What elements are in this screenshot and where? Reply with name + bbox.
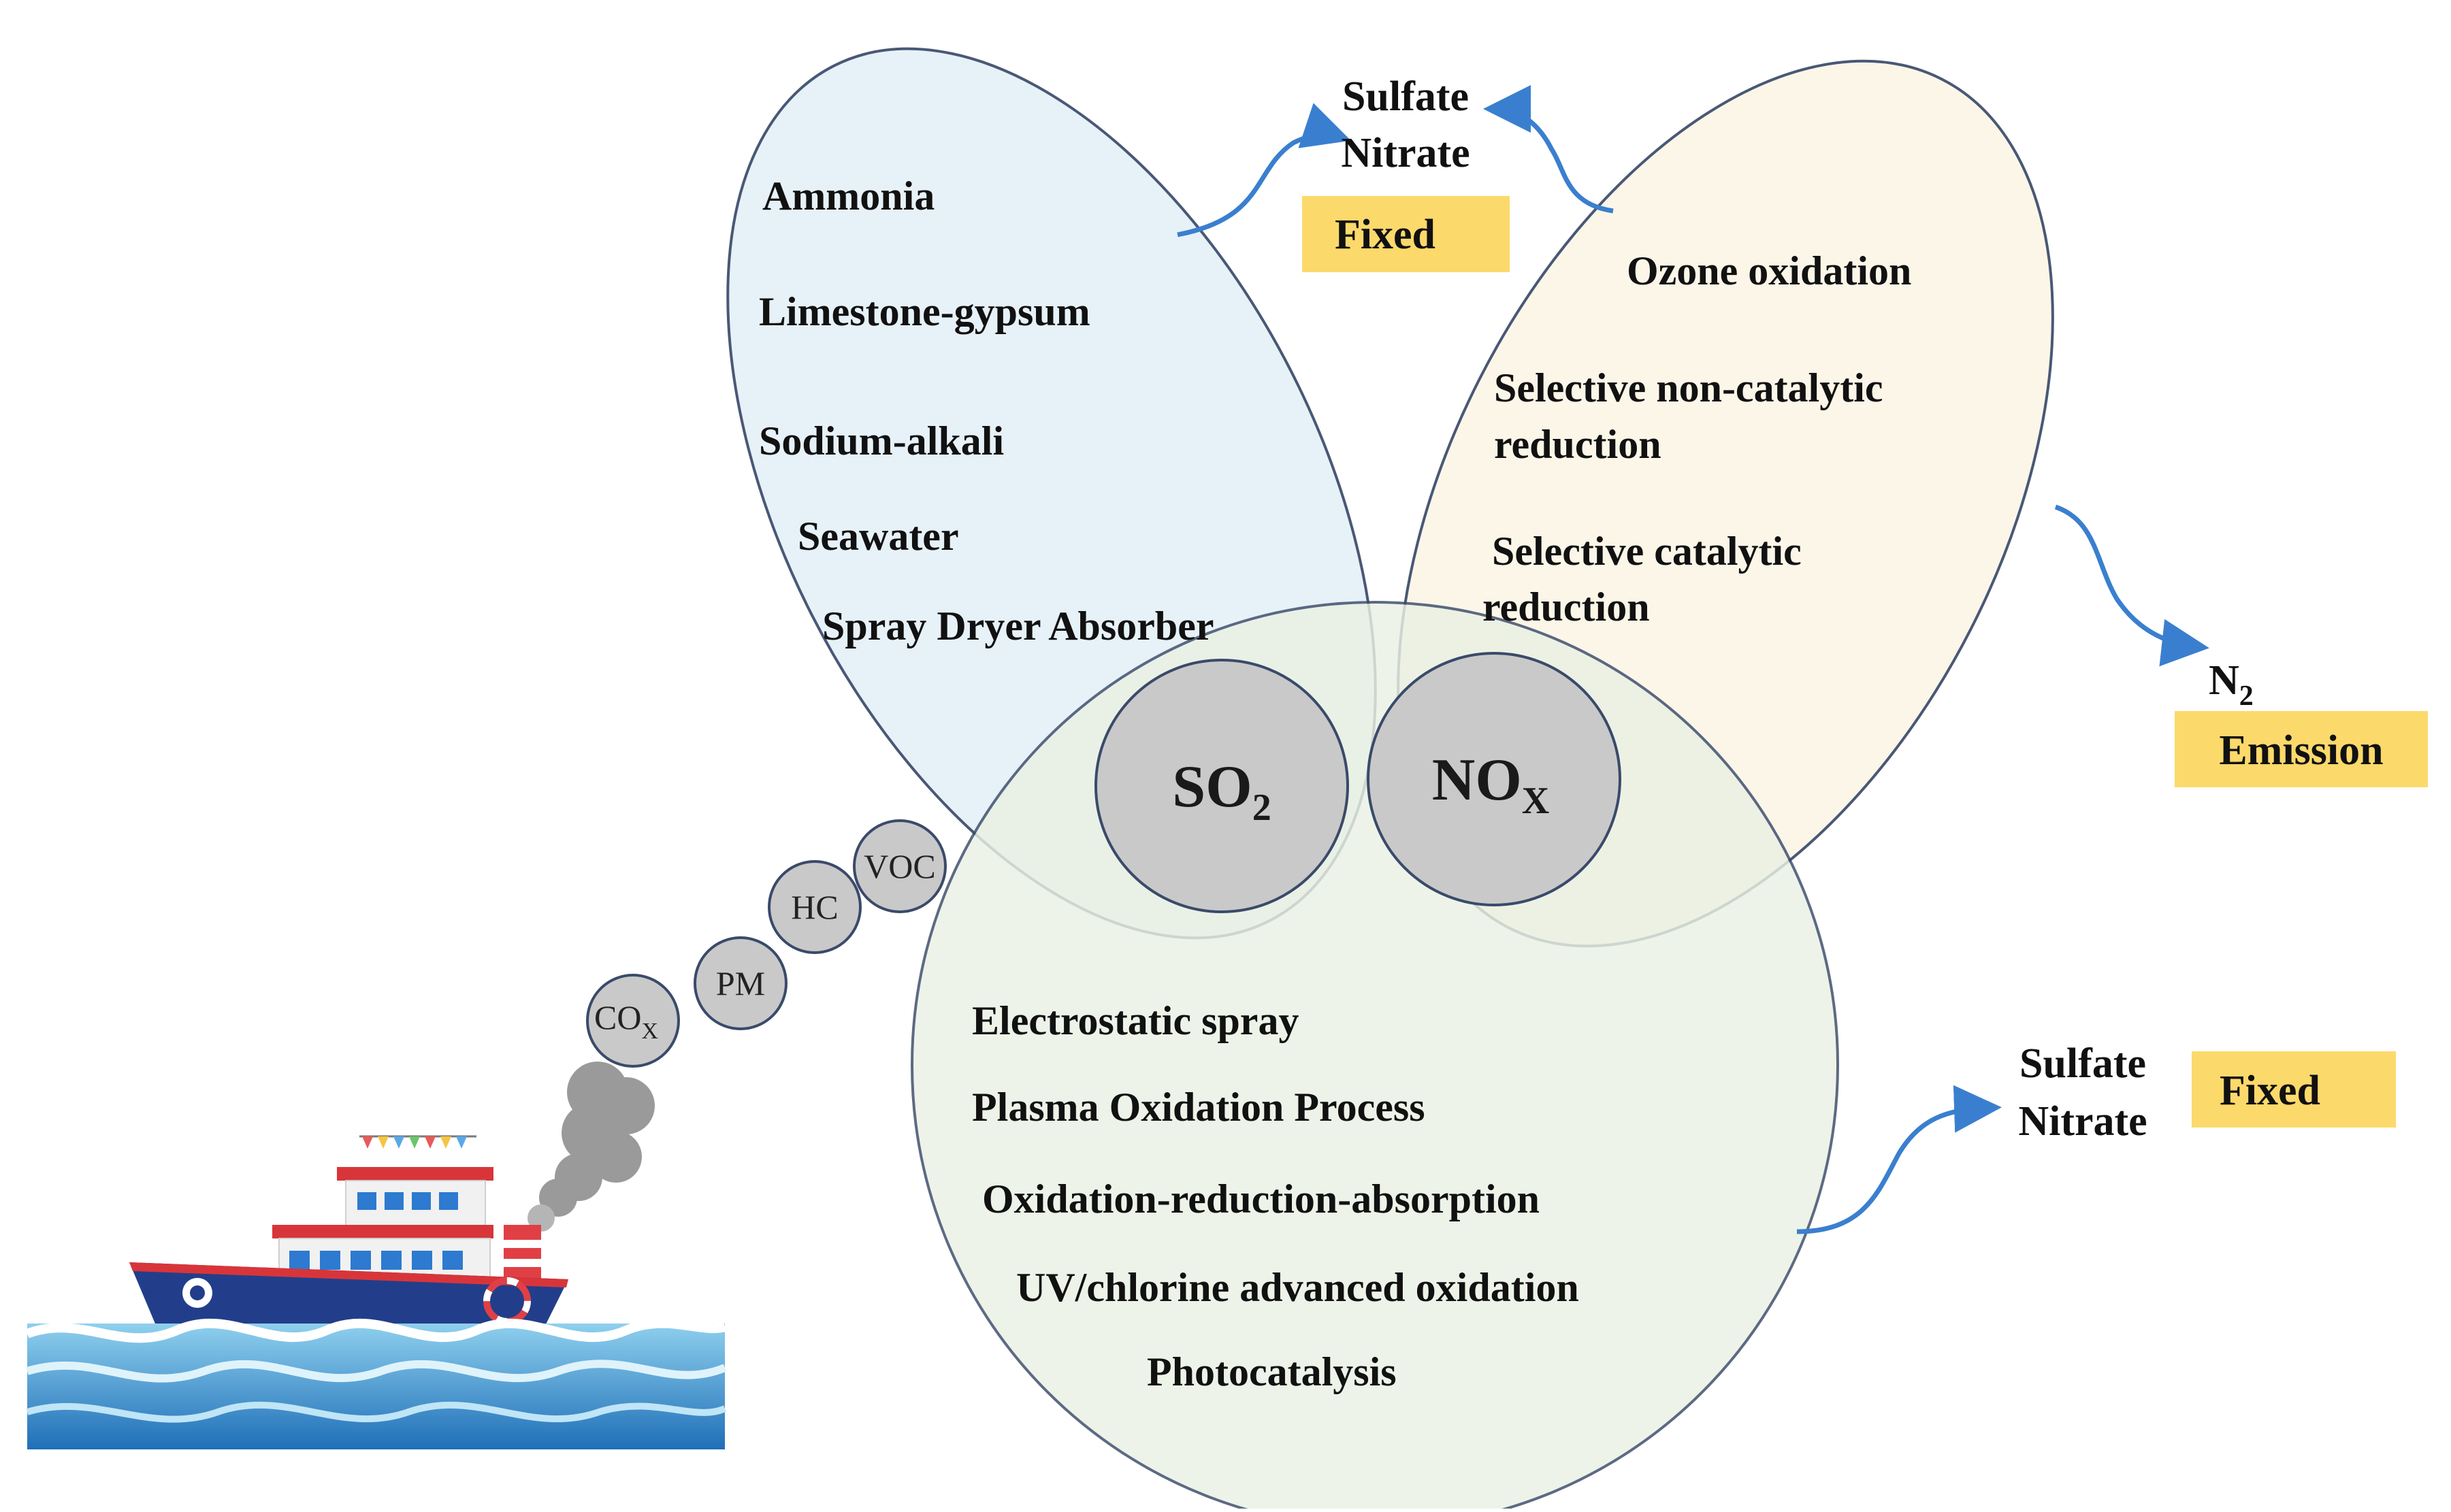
combined-method: Photocatalysis [1147, 1349, 1397, 1394]
cox-bubble [586, 974, 680, 1068]
sea-waves [25, 1318, 727, 1449]
so2-circle [1094, 659, 1349, 913]
pm-bubble [694, 936, 788, 1030]
nox-label: NOX [1432, 747, 1549, 822]
n2-label: N2 [2209, 657, 2254, 712]
nox-method: reduction [1482, 585, 1650, 629]
arrow-nox-to-n2 [2054, 504, 2209, 667]
so2-method-list: Ammonia Limestone-gypsum Sodium-alkali S… [759, 174, 1214, 648]
emission-tag: Emission [2219, 727, 2383, 774]
cox-label: COX [594, 998, 658, 1044]
top-fixed-tag-box [1302, 196, 1510, 272]
voc-bubble [853, 819, 947, 913]
ship-illustration [129, 1062, 655, 1327]
bottom-fixed-tag-box [2192, 1051, 2396, 1128]
combined-method: Plasma Oxidation Process [972, 1085, 1425, 1130]
bottom-output: Sulfate Nitrate Fixed [2018, 1040, 2396, 1145]
nox-circle [1367, 652, 1621, 906]
nox-method-list: Ozone oxidation Selective non-catalytic … [1482, 248, 1911, 629]
emission-tag-box [2175, 711, 2428, 787]
hc-bubble [768, 860, 862, 954]
bottom-fixed-tag: Fixed [2220, 1068, 2320, 1114]
arrow-combined-to-bottom [1796, 1085, 2002, 1234]
hc-label: HC [791, 888, 838, 926]
nox-method: Selective non-catalytic [1494, 365, 1883, 410]
so2-method: Seawater [798, 514, 959, 559]
bottom-output-line2: Nitrate [2018, 1098, 2147, 1145]
voc-label: VOC [864, 847, 936, 885]
bottom-output-line1: Sulfate [2019, 1040, 2146, 1087]
right-output: N2 Emission [2175, 657, 2428, 787]
combined-method-list: Electrostatic spray Plasma Oxidation Pro… [972, 998, 1579, 1394]
combined-method: Electrostatic spray [972, 998, 1299, 1043]
top-output-line1: Sulfate [1342, 73, 1469, 120]
top-output: Sulfate Nitrate Fixed [1302, 73, 1510, 272]
so2-method: Sodium-alkali [759, 418, 1004, 463]
so2-method: Ammonia [762, 174, 935, 218]
pm-label: PM [716, 964, 765, 1002]
nox-method: Ozone oxidation [1627, 248, 1911, 293]
so2-label: SO2 [1172, 754, 1271, 829]
nox-method: Selective catalytic [1492, 529, 1802, 574]
smoke-cloud [527, 1062, 655, 1232]
bunting-flags [362, 1136, 467, 1149]
arrow-nox-to-top [1483, 85, 1614, 214]
top-output-line2: Nitrate [1341, 130, 1470, 176]
so2-method: Limestone-gypsum [759, 289, 1090, 334]
combined-method: Oxidation-reduction-absorption [982, 1177, 1540, 1221]
so2-method: Spray Dryer Absorber [822, 604, 1214, 648]
top-fixed-tag: Fixed [1335, 212, 1435, 258]
combined-method: UV/chlorine advanced oxidation [1016, 1265, 1579, 1310]
nox-method: reduction [1494, 422, 1661, 467]
arrow-so2-to-top [1177, 103, 1351, 237]
pollutant-bubbles: VOC HC PM COX [586, 819, 947, 1068]
